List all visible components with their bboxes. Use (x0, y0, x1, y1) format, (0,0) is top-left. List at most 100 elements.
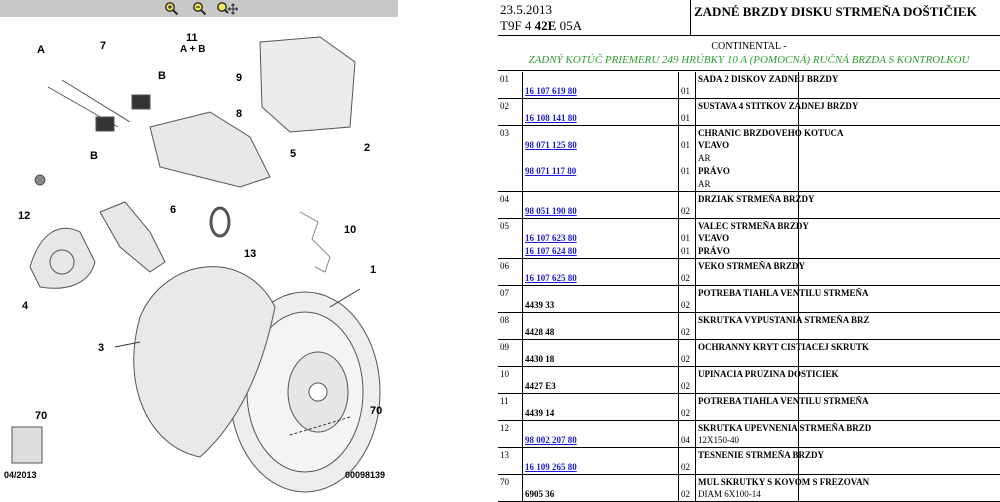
diagram-label: 10 (344, 224, 357, 236)
zoom-move-icon[interactable] (216, 1, 239, 16)
part-quantity: 04 (681, 435, 690, 445)
part-quantity: 02 (681, 462, 690, 472)
zoom-out-icon[interactable] (192, 1, 207, 16)
part-number-link[interactable]: 98 051 190 80 (525, 206, 577, 216)
part-quantity: 02 (681, 354, 690, 364)
part-title: POTREBA TIAHLA VENTILU STRMEŇA (698, 396, 869, 406)
diagram-label: 7 (100, 40, 107, 52)
part-variant: VĽAVO (698, 140, 730, 150)
row-number: 04 (500, 194, 509, 204)
part-title: SADA 2 DISKOV ZADNEJ BRZDY (698, 74, 839, 84)
part-number-link[interactable]: 16 109 265 80 (525, 462, 577, 472)
diagram-label: 9 (236, 72, 243, 84)
diagram-label: 5 (290, 148, 297, 160)
part-number-link[interactable]: 16 108 141 80 (525, 113, 577, 123)
diagram-id: 00098139 (345, 470, 386, 480)
subheader-description: ZADNÝ KOTÚČ PRIEMERU 249 HRÚBKY 10 A (PO… (528, 54, 970, 66)
diagram-date: 04/2013 (4, 470, 37, 480)
row-number: 03 (500, 128, 509, 138)
part-number: 4439 14 (525, 408, 555, 418)
header-code: T9F 4 42E 05A (500, 18, 582, 33)
zoom-toolbar (0, 0, 398, 17)
part-variant: DIAM 6X100-14 (698, 489, 761, 499)
part-quantity: 02 (681, 206, 690, 216)
diagram-pane: A 7 11 A + B B 9 8 2 5 B 12 6 10 13 4 3 … (0, 0, 398, 502)
part-number-link[interactable]: 98 002 207 80 (525, 435, 577, 445)
part-title: SKRUTKA VYPUSTANIA STRMEŇA BRZ (698, 315, 870, 325)
row-number: 05 (500, 221, 509, 231)
part-quantity: 02 (681, 327, 690, 337)
pane-divider (398, 0, 498, 502)
row-number: 06 (500, 261, 509, 271)
diagram-label: A + B (180, 44, 206, 55)
part-variant: PRÁVO (698, 166, 730, 176)
row-number: 09 (500, 342, 509, 352)
part-title: VEKO STRMEŇA BRZDY (698, 261, 806, 271)
diagram-label: 70 (370, 405, 383, 417)
part-quantity: 02 (681, 408, 690, 418)
part-title: SKRUTKA UPEVNENIA STRMEŇA BRZD (698, 423, 872, 433)
diagram-label: 6 (170, 204, 177, 216)
diagram-label: B (90, 150, 98, 162)
row-number: 07 (500, 288, 509, 298)
table-header: 23.5.2013 T9F 4 42E 05A ZADNÉ BRZDY DISK… (498, 0, 1000, 36)
row-number: 10 (500, 369, 509, 379)
row-number: 02 (500, 101, 509, 111)
row-number: 70 (500, 477, 509, 487)
part-variant: 12X150-40 (698, 435, 739, 445)
part-variant: AR (698, 179, 711, 189)
row-number: 13 (500, 450, 509, 460)
part-number-link[interactable]: 98 071 117 80 (525, 166, 577, 176)
table-row: 03 CHRANIC BRZDOVEHO KOTUCA 98 071 125 80 0… (498, 126, 1000, 192)
diagram-label: 1 (370, 264, 377, 276)
parts-table: 01 SADA 2 DISKOV ZADNEJ BRZDY 16 107 619 8… (498, 72, 1000, 502)
part-number-link[interactable]: 16 107 624 80 (525, 246, 577, 256)
part-title: VALEC STRMEŇA BRZDY (698, 221, 809, 231)
header-date: 23.5.2013 (500, 2, 552, 17)
part-number: 4428 48 (525, 327, 555, 337)
part-number-link[interactable]: 16 107 619 80 (525, 86, 577, 96)
part-quantity: 02 (681, 489, 690, 499)
part-variant: VĽAVO (698, 233, 730, 243)
part-quantity: 01 (681, 86, 690, 96)
part-title: POTREBA TIAHLA VENTILU STRMEŇA (698, 288, 869, 298)
part-quantity: 01 (681, 246, 690, 256)
zoom-in-icon[interactable] (164, 1, 179, 16)
part-quantity: 01 (681, 166, 690, 176)
diagram-label: 4 (22, 300, 29, 312)
part-title: SUSTAVA 4 STITKOV ZADNEJ BRZDY (698, 101, 859, 111)
page-title: ZADNÉ BRZDY DISKU STRMEŇA DOŠTIČIEK (694, 4, 977, 19)
part-quantity: 01 (681, 113, 690, 123)
part-quantity: 01 (681, 233, 690, 243)
part-number: 6905 36 (525, 489, 555, 499)
part-number-link[interactable]: 16 107 625 80 (525, 273, 577, 283)
part-quantity: 02 (681, 300, 690, 310)
part-title: CHRANIC BRZDOVEHO KOTUCA (698, 128, 844, 138)
table-row: 02 SUSTAVA 4 STITKOV ZADNEJ BRZDY 16 108 1… (498, 99, 1000, 126)
part-title: UPINACIA PRUZINA DOSTICIEK (698, 369, 839, 379)
table-row: 08 SKRUTKA VYPUSTANIA STRMEŇA BRZ 4428 48 0… (498, 313, 1000, 340)
part-variant: PRÁVO (698, 246, 730, 256)
part-title: OCHRANNY KRYT CISTIACEJ SKRUTK (698, 342, 869, 352)
diagram-label: 2 (364, 142, 371, 154)
diagram-label: A (37, 44, 45, 56)
part-number-link[interactable]: 98 071 125 80 (525, 140, 577, 150)
table-row: 01 SADA 2 DISKOV ZADNEJ BRZDY 16 107 619 8… (498, 72, 1000, 99)
part-quantity: 02 (681, 273, 690, 283)
diagram-label: 70 (35, 410, 48, 422)
diagram-label: 13 (244, 248, 257, 260)
row-number: 08 (500, 315, 509, 325)
subheader-manufacturer: CONTINENTAL - (711, 41, 787, 52)
part-title: DRZIAK STRMEŇA BRZDY (698, 194, 815, 204)
parts-table-pane: 23.5.2013 T9F 4 42E 05A ZADNÉ BRZDY DISK… (498, 0, 1000, 502)
subheader: CONTINENTAL - ZADNÝ KOTÚČ PRIEMERU 249 H… (498, 37, 1000, 71)
part-number-link[interactable]: 16 107 623 80 (525, 233, 577, 243)
exploded-parts-diagram (11, 36, 381, 493)
diagram-label: 3 (98, 342, 105, 354)
